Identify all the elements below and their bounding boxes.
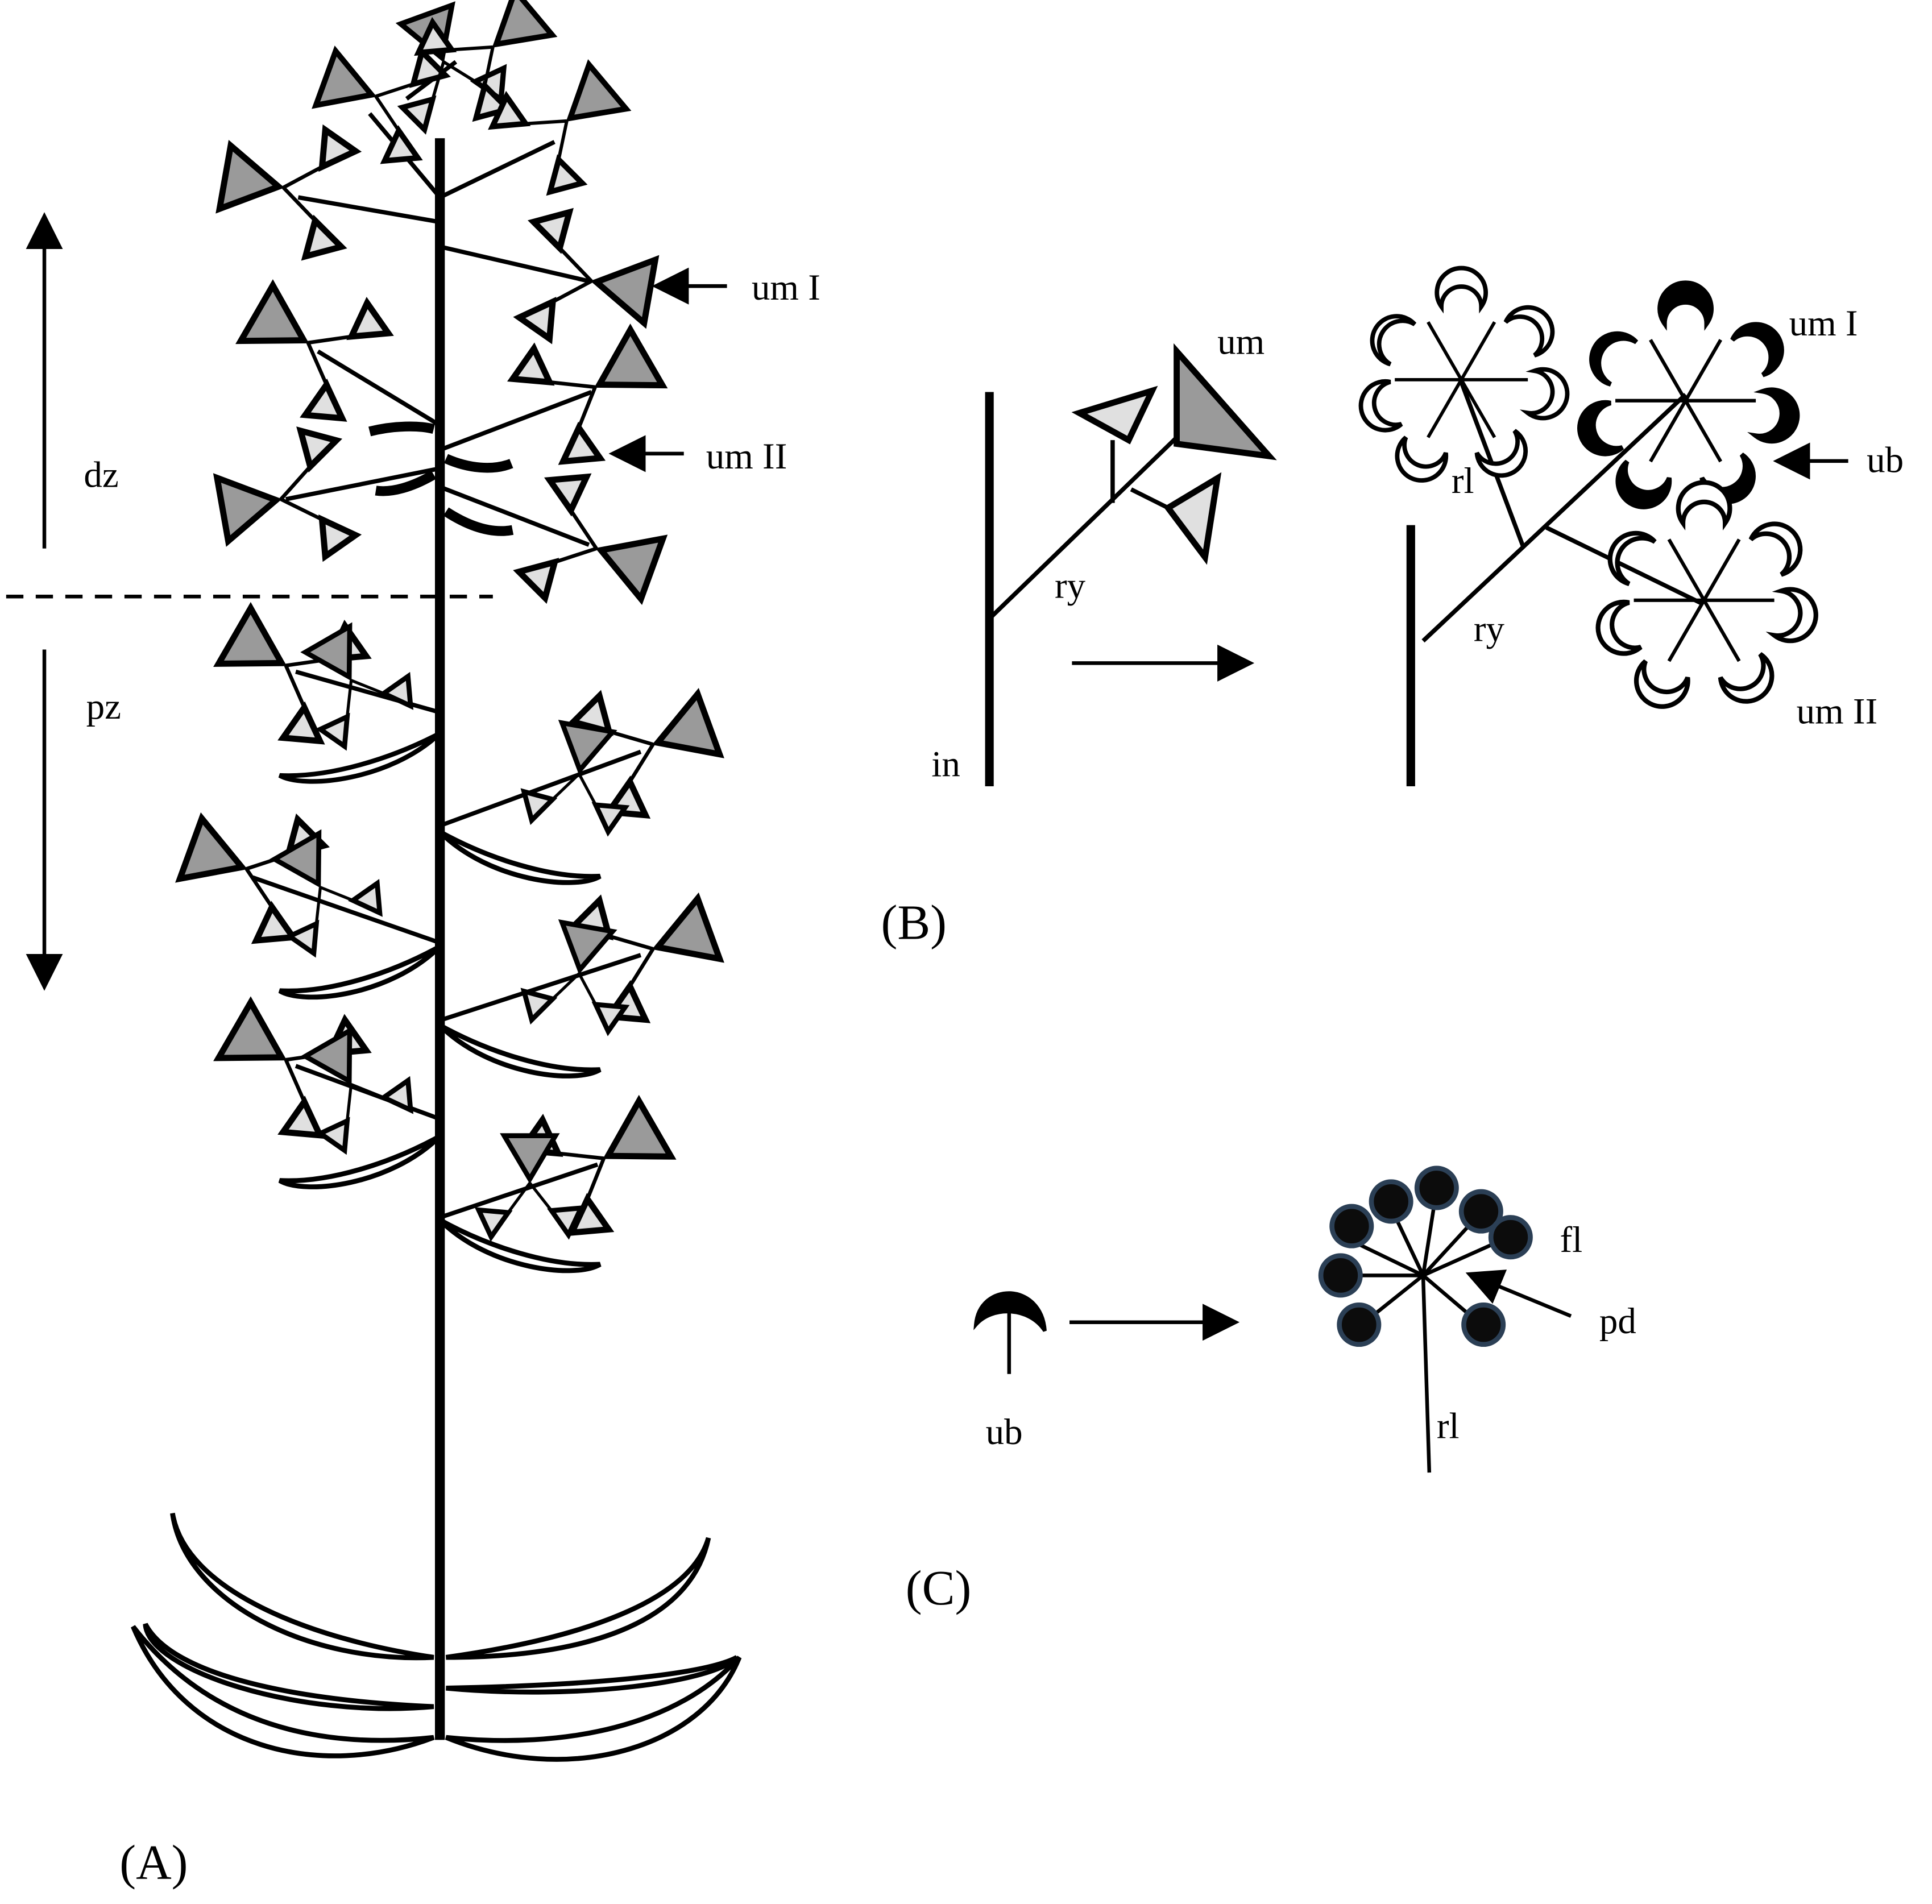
proximal-zone-rays (252, 669, 642, 1220)
panel-label-b: (B) (881, 895, 947, 950)
panel-c: ub fl pd rl (C) (906, 1165, 1636, 1615)
panel-label-a: (A) (119, 1835, 188, 1890)
label-um-b: um (1217, 321, 1264, 362)
label-rl-c: rl (1437, 1405, 1460, 1446)
pd-pointer-c (1465, 1270, 1572, 1318)
label-ry-b2: ry (1474, 608, 1505, 649)
umbel-triangle-large (1174, 343, 1277, 461)
flowers (1318, 1165, 1533, 1347)
label-ry-b1: ry (1055, 565, 1086, 606)
label-um-I-a: um I (752, 267, 820, 308)
label-um-II-b: um II (1797, 691, 1878, 732)
distal-zone-rays (285, 60, 592, 547)
label-fl-c: fl (1560, 1219, 1583, 1260)
ray-b1 (990, 430, 1185, 618)
label-in-b: in (931, 744, 960, 785)
label-dz: dz (84, 454, 118, 495)
umbel-triangle-small-2 (1163, 472, 1222, 565)
panel-b: um ry in rl ry um I ub um II (B) (881, 268, 1904, 950)
panel-label-c: (C) (906, 1561, 972, 1615)
label-um-II-a: um II (706, 436, 787, 477)
label-um-I-b: um I (1789, 303, 1858, 344)
label-ub-c: ub (986, 1412, 1023, 1453)
panel-a: dz pz um I um II (A) (6, 0, 820, 1890)
umbellule-bud (973, 1291, 1047, 1332)
umbel-triangle-small-1 (1071, 385, 1158, 445)
label-rl-b: rl (1452, 461, 1474, 501)
label-pz: pz (86, 686, 121, 727)
label-pd-c: pd (1599, 1301, 1636, 1342)
basal-leaves (131, 1512, 742, 1762)
label-ub-b: ub (1867, 439, 1904, 480)
ray-b2 (1421, 393, 1688, 643)
